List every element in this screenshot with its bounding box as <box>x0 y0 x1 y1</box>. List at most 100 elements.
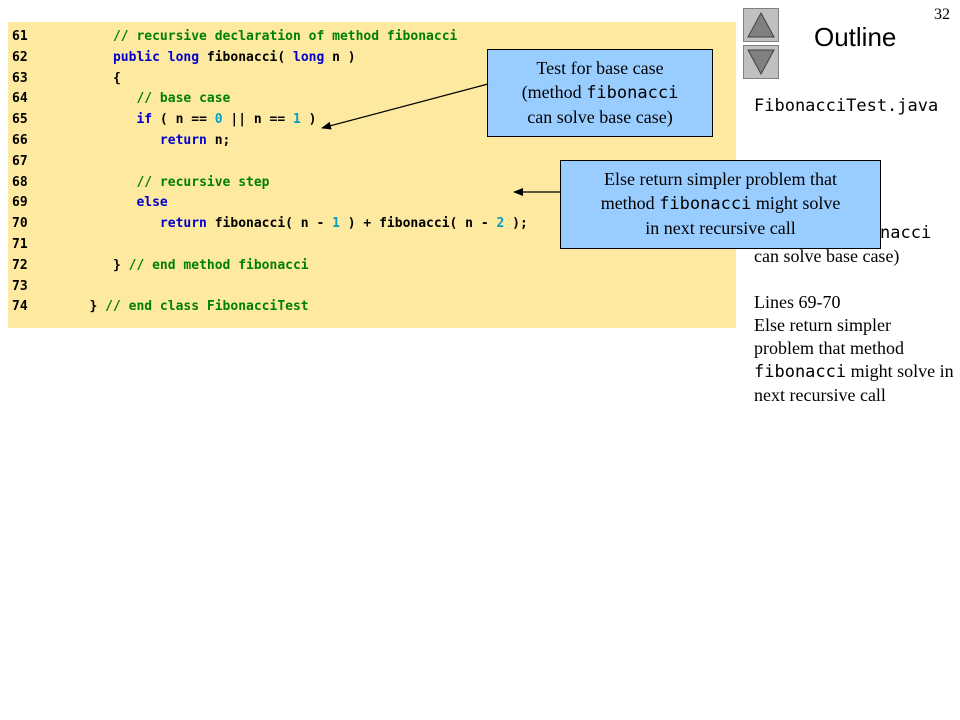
callout-base-case-line2-mono: fibonacci <box>586 83 679 103</box>
code-number: 1 <box>332 216 340 232</box>
code-text: return fibonacci( n - 1 ) + fibonacci( n… <box>66 216 528 231</box>
side-file-name: FibonacciTest.java <box>754 96 939 116</box>
code-plain: ); <box>504 216 528 232</box>
code-line: 73 <box>8 277 66 298</box>
code-plain: fibonacci( n - <box>206 216 333 232</box>
line-number: 61 <box>12 29 28 44</box>
side-notes: ase nacci can solve base case) Lines 69-… <box>754 198 954 407</box>
callout-base-case: Test for base case (method fibonacci can… <box>487 49 713 137</box>
code-keyword: public <box>112 49 160 65</box>
code-text: { <box>66 71 121 86</box>
code-indent <box>66 195 136 210</box>
code-keyword: if <box>136 112 153 128</box>
callout-base-case-line2: (method fibonacci <box>488 80 712 105</box>
callout-recursive-line3: in next recursive call <box>645 218 796 238</box>
code-comment: // base case <box>136 91 231 107</box>
line-number: 72 <box>12 257 28 273</box>
code-text: public long fibonacci( long n ) <box>66 50 356 65</box>
code-number: 2 <box>496 216 505 232</box>
side-note-spacer <box>754 268 954 291</box>
code-indent <box>66 29 113 44</box>
line-number: 73 <box>12 278 28 294</box>
code-line: 62 public long fibonacci( long n ) <box>8 48 356 69</box>
triangle-up-icon <box>747 11 775 38</box>
code-indent <box>66 91 136 106</box>
callout-base-case-line3: can solve base case) <box>527 107 673 127</box>
outline-title[interactable]: Outline <box>814 22 897 52</box>
code-line: 69 else <box>8 193 168 214</box>
line-number: 74 <box>12 299 28 315</box>
code-indent <box>66 175 136 190</box>
code-plain: || n == <box>222 112 294 128</box>
code-text: else <box>66 195 168 211</box>
code-text: } // end class FibonacciTest <box>66 299 309 315</box>
code-line: 68 // recursive step <box>8 173 270 194</box>
line-number: 67 <box>12 153 28 169</box>
callout-recursive-line2-post: might solve <box>755 193 841 213</box>
code-indent <box>66 216 160 231</box>
code-number: 1 <box>293 112 301 128</box>
side-note-2-b: might solve in next recursive call <box>754 361 954 405</box>
code-plain: ) + fibonacci( n - <box>339 216 497 232</box>
code-indent <box>66 112 136 127</box>
code-text: // recursive step <box>66 174 270 190</box>
line-number: 65 <box>12 112 28 128</box>
side-note-1-rest: can solve base case) <box>754 246 900 266</box>
outline-down-button[interactable] <box>743 45 779 79</box>
side-note-2-a: Else return simpler problem that method <box>754 315 904 358</box>
code-keyword: long <box>293 49 325 65</box>
code-number: 0 <box>214 112 223 128</box>
code-line: 65 if ( n == 0 || n == 1 ) <box>8 110 317 131</box>
side-note-2-lines: Lines 69-70 <box>754 292 841 312</box>
code-text: return n; <box>66 133 230 148</box>
line-number: 62 <box>12 49 28 65</box>
code-comment: // recursive step <box>136 174 270 190</box>
code-comment: // end class FibonacciTest <box>105 299 309 315</box>
line-number: 68 <box>12 174 28 190</box>
code-keyword: return <box>159 133 207 148</box>
code-plain: n; <box>206 133 231 148</box>
code-comment: // recursive declaration of method fibon… <box>112 29 458 44</box>
side-note-2-mono: fibonacci <box>754 362 847 382</box>
callout-recursive-line2-pre: method <box>600 193 655 213</box>
code-line: 71 <box>8 235 66 256</box>
line-number: 64 <box>12 91 28 107</box>
callout-recursive-line2-mono: fibonacci <box>659 194 752 214</box>
code-line: 74 } // end class FibonacciTest <box>8 297 309 318</box>
line-number: 66 <box>12 133 28 148</box>
triangle-down-icon <box>747 49 775 76</box>
code-text: // base case <box>66 91 230 106</box>
code-indent <box>66 71 113 86</box>
code-line: 67 <box>8 152 66 173</box>
side-note-1-code: nacci <box>754 221 954 245</box>
code-plain: { <box>112 70 121 86</box>
side-note-1-mono: nacci <box>880 223 932 243</box>
code-plain: fibonacci( <box>199 49 293 65</box>
code-line: 70 return fibonacci( n - 1 ) + fibonacci… <box>8 214 528 235</box>
side-note-2: Else return simpler problem that method … <box>754 314 954 407</box>
code-line: 64 // base case <box>8 89 230 110</box>
outline-up-button[interactable] <box>743 8 779 42</box>
code-line: 61 // recursive declaration of method fi… <box>8 27 457 48</box>
code-line: 63 { <box>8 69 121 90</box>
code-plain: ( n == <box>152 112 215 128</box>
code-text: if ( n == 0 || n == 1 ) <box>66 112 317 128</box>
line-number: 63 <box>12 70 28 86</box>
code-keyword: return <box>159 216 207 232</box>
slide-number: 32 <box>934 6 950 23</box>
code-comment: // end method fibonacci <box>128 257 309 273</box>
code-indent <box>66 133 160 148</box>
code-line: 72 } // end method fibonacci <box>8 256 309 277</box>
line-number: 71 <box>12 237 28 252</box>
line-number: 69 <box>12 195 28 211</box>
code-indent <box>66 50 113 65</box>
code-line: 66 return n; <box>8 131 230 152</box>
callout-base-case-line1: Test for base case <box>536 58 664 78</box>
callout-recursive-line1: Else return simpler problem that <box>604 169 837 189</box>
code-plain: ) <box>300 112 317 128</box>
line-number: 70 <box>12 216 28 232</box>
code-plain: n ) <box>324 49 356 65</box>
code-keyword: else <box>136 195 168 211</box>
code-keyword: long <box>167 49 200 65</box>
callout-base-case-line2-pre: (method <box>521 82 582 102</box>
